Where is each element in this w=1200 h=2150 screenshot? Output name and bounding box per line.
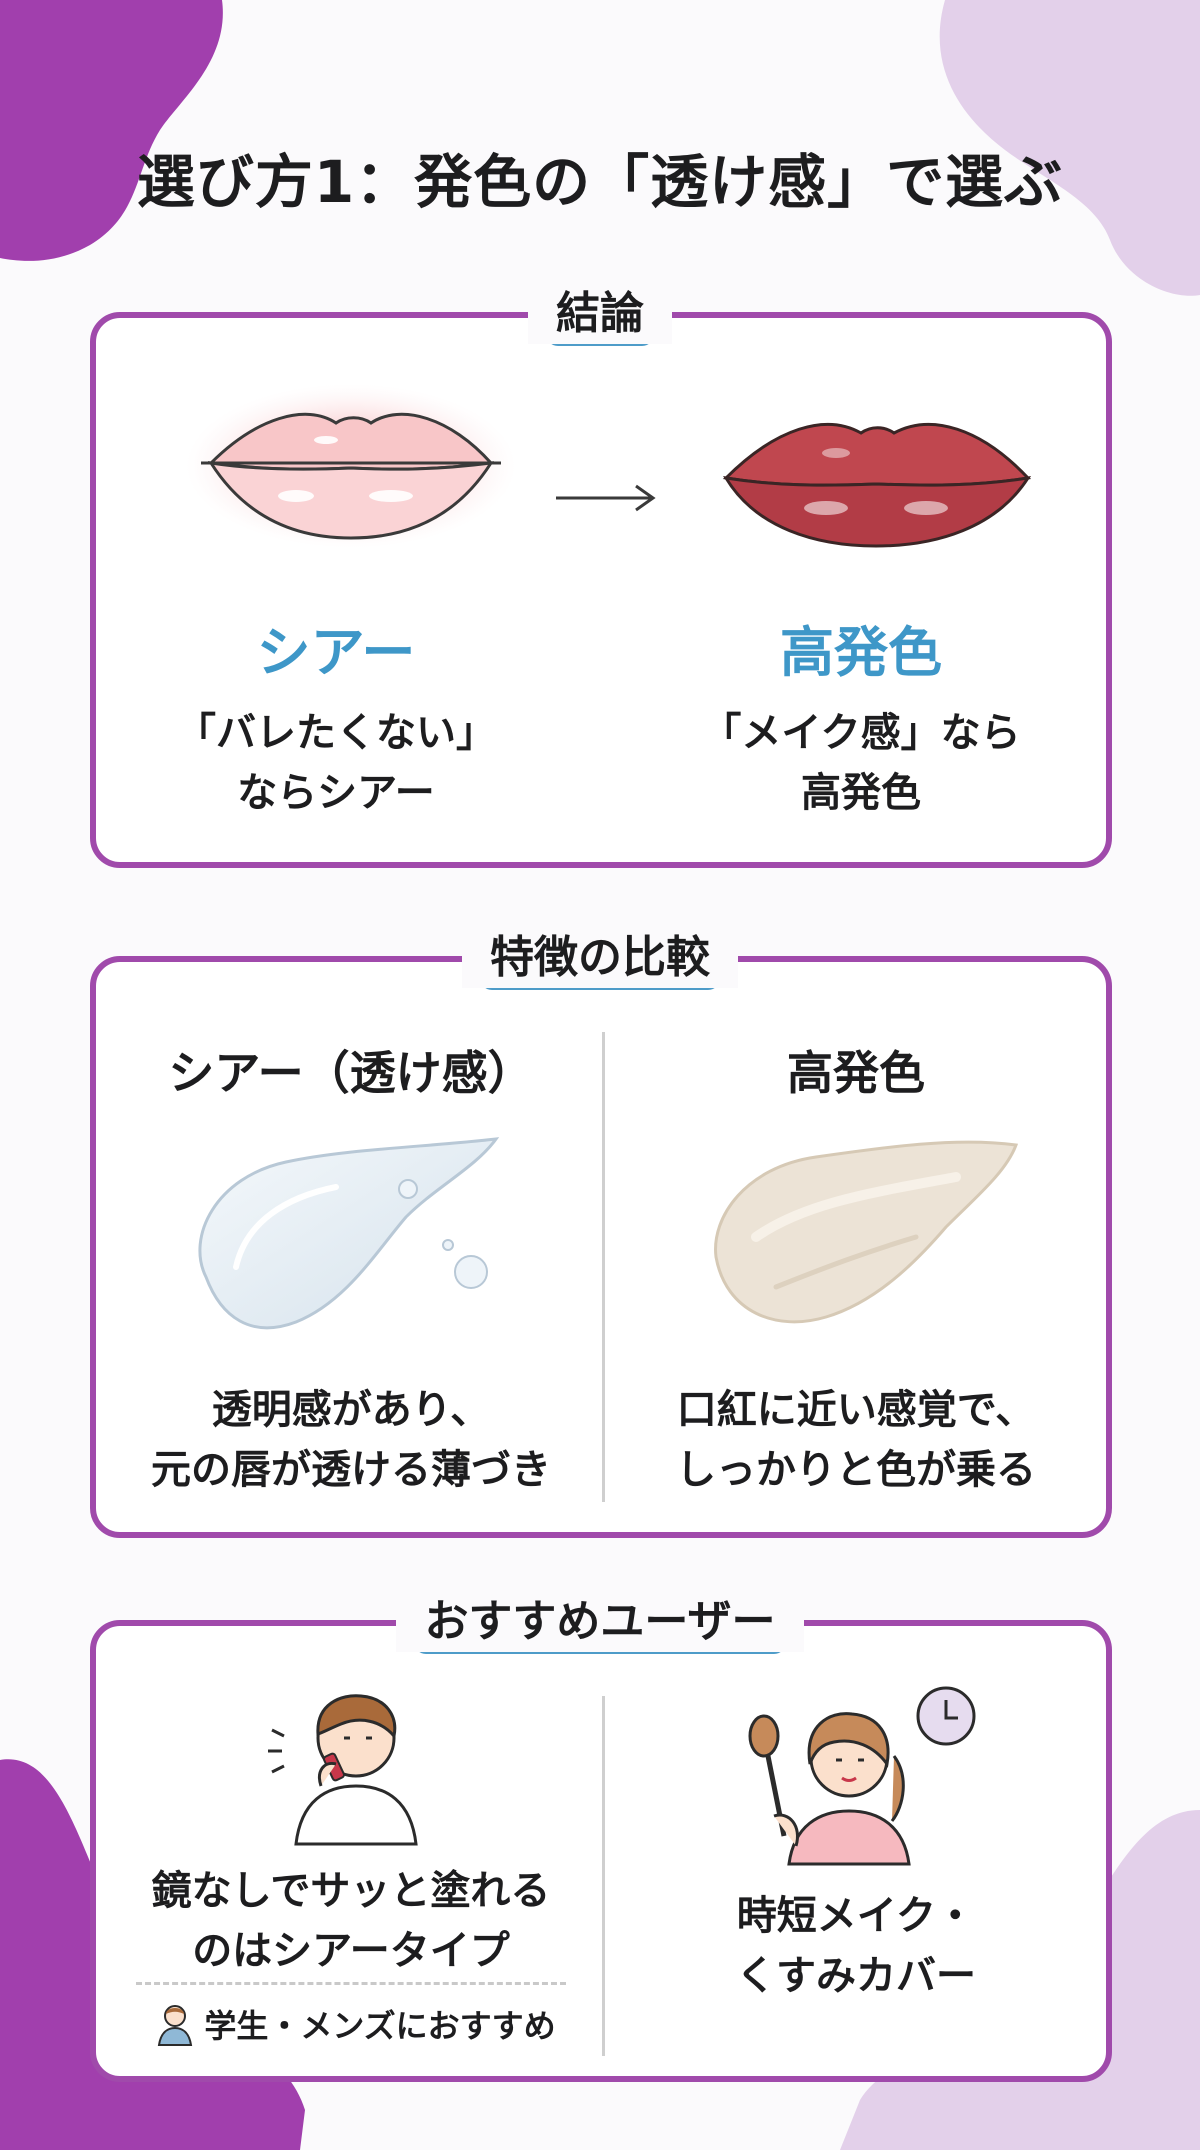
sheer-desc-line-2: 元の唇が透ける薄づき <box>151 1447 551 1493</box>
high-color-desc-line-2: しっかりと色が乗る <box>676 1447 1036 1493</box>
comparison-divider <box>602 1032 605 1502</box>
cream-texture-icon <box>714 1140 1019 1324</box>
high-color-name: 高発色 <box>780 621 942 684</box>
conclusion-label-wrap: 結論 <box>0 284 1200 346</box>
comparison-panel: シアー（透け感） 高発色 透明感があり、 元の唇が透ける薄づき 口紅に近い感覚で… <box>90 956 1112 1538</box>
users-left-note: 学生・メンズにおすすめ <box>136 1994 576 2054</box>
comparison-label: 特徴の比較 <box>462 928 738 990</box>
high-color-line-1: 「メイク感」なら <box>701 710 1021 756</box>
clear-gel-texture-icon <box>198 1137 500 1330</box>
users-label: おすすめユーザー <box>396 1592 804 1654</box>
users-divider <box>602 1696 605 2056</box>
users-label-wrap: おすすめユーザー <box>0 1592 1200 1654</box>
users-left-dashed-divider <box>136 1982 566 1985</box>
users-left-note-text: 学生・メンズにおすすめ <box>204 2007 556 2045</box>
high-color-line-2: 高発色 <box>801 770 921 816</box>
high-color-heading: 高発色 <box>787 1046 925 1100</box>
sheer-line-2: ならシアー <box>237 770 435 816</box>
users-left-line-1: 鏡なしでサッと塗れる <box>151 1868 551 1914</box>
high-color-lips-icon <box>722 422 1032 548</box>
users-left-line-2: のはシアータイプ <box>192 1928 510 1974</box>
sheer-heading: シアー（透け感） <box>168 1046 534 1100</box>
conclusion-panel: シアー 高発色 「バレたくない」 ならシアー 「メイク感」なら 高発色 <box>90 312 1112 868</box>
corner-blob-top-left <box>0 0 223 261</box>
users-right-line-2: くすみカバー <box>736 1953 976 1999</box>
woman-with-brush-icon <box>748 1712 911 1866</box>
users-right-line-1: 時短メイク・ <box>736 1893 976 1939</box>
conclusion-label: 結論 <box>528 284 672 346</box>
sheer-name: シアー <box>256 621 416 684</box>
users-panel: 鏡なしでサッと塗れる のはシアータイプ 学生・メンズにおすすめ 時短メイク・ く… <box>90 1620 1112 2082</box>
sheer-line-1: 「バレたくない」 <box>176 710 496 756</box>
sheer-desc-line-1: 透明感があり、 <box>211 1387 491 1433</box>
man-applying-lip-icon <box>268 1694 418 1846</box>
right-arrow-icon <box>556 484 656 512</box>
corner-blob-top-right <box>939 0 1200 296</box>
user-icon <box>158 2005 193 2046</box>
page-title: 選び方1：発色の「透け感」で選ぶ <box>136 148 1064 216</box>
high-color-desc-line-1: 口紅に近い感覚で、 <box>676 1387 1036 1433</box>
comparison-label-wrap: 特徴の比較 <box>0 928 1200 990</box>
clock-icon <box>916 1686 976 1746</box>
sheer-lips-icon <box>186 384 516 548</box>
